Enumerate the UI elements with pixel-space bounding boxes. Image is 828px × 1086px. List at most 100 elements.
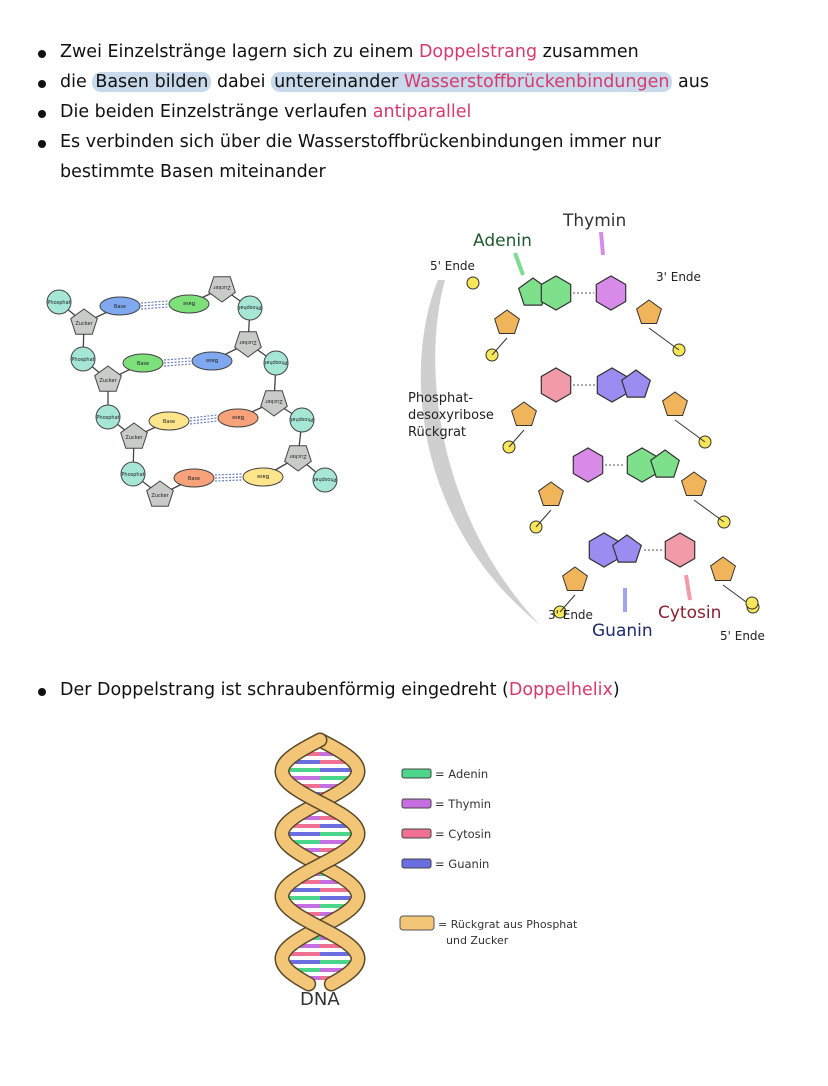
backbone-ribbon <box>275 734 365 990</box>
hydrogen-bond <box>163 360 192 364</box>
base-ring <box>572 447 604 483</box>
phosphate-label: Phosphat <box>96 415 119 421</box>
bullet-5: Der Doppelstrang ist schraubenförmig ein… <box>60 680 620 700</box>
phosphate-label: Phosphat <box>238 304 261 310</box>
sugar-pentagon <box>120 422 148 449</box>
base-label: Base <box>114 304 126 310</box>
phosphate-group <box>745 596 759 610</box>
deoxyribose-ring <box>662 391 688 416</box>
hydrogen-bond <box>189 420 218 425</box>
legend-label-3: = Guanin <box>435 857 489 871</box>
phosphate-circle <box>46 289 72 315</box>
dna-structure-diagram: Thymin Adenin 5' Ende 3' Ende Phosphat- … <box>408 211 765 643</box>
base-ellipse <box>148 411 190 431</box>
backbone-bond <box>508 419 706 448</box>
text: aus <box>672 72 709 92</box>
backbone-bond <box>535 499 725 528</box>
label-backbone: Rückgrat <box>408 425 466 440</box>
label-guanin: Guanin <box>592 621 653 641</box>
legend-swatch <box>401 828 432 839</box>
label-3-end-bottom: 3' Ende <box>548 608 593 622</box>
base-ellipse <box>168 294 210 314</box>
text: Die beiden Einzelstränge verlaufen <box>60 102 373 122</box>
phosphate-circle <box>263 350 289 376</box>
sugar-pentagon <box>146 480 174 507</box>
phosphate-circle <box>237 295 263 321</box>
bullet-1: Zwei Einzelstränge lagern sich zu einem … <box>60 42 639 62</box>
base-ellipse <box>217 408 259 428</box>
bullet-dot <box>38 140 46 148</box>
highlight-term: Wasserstoffbrückenbindungen <box>403 72 670 92</box>
base-label: Base <box>206 357 218 363</box>
base-label: Base <box>257 473 269 479</box>
label-adenin: Adenin <box>473 231 532 251</box>
hydrogen-bond <box>189 417 218 422</box>
phosphate-label: Phosphat <box>47 300 70 306</box>
base-ellipse <box>242 467 284 487</box>
phosphate-label: Phosphat <box>71 357 94 363</box>
deoxyribose-ring <box>494 309 520 334</box>
text: die <box>60 72 93 92</box>
sugar-pentagon <box>70 308 98 335</box>
arrow-adenin <box>513 252 525 276</box>
sugar-label: Zucker <box>99 378 117 384</box>
label-5-end-bottom: 5' Ende <box>720 629 765 643</box>
text: Zwei Einzelstränge lagern sich zu einem <box>60 42 419 62</box>
label-cytosin: Cytosin <box>658 603 721 623</box>
base-label: Base <box>163 419 175 425</box>
helix-legend: = Adenin= Thymin= Cytosin= Guanin <box>401 767 491 871</box>
base-ring <box>649 449 681 478</box>
bullet-2: die Basen bilden dabei untereinander Was… <box>60 72 709 92</box>
legend-label-0: = Adenin <box>435 767 488 781</box>
base-label: Base <box>183 300 195 306</box>
phosphate-label: Phosphat <box>313 476 336 482</box>
phosphate-label: Phosphat <box>264 359 287 365</box>
base-ring <box>596 367 628 403</box>
phosphate-group <box>466 276 480 290</box>
base-ring <box>540 275 572 311</box>
label-backbone: Phosphat- <box>408 391 473 406</box>
base-label: Base <box>188 476 200 482</box>
base-ring <box>540 367 572 403</box>
sugar-pentagon <box>260 390 288 417</box>
base-label: Base <box>232 414 244 420</box>
legend-label-1: = Thymin <box>435 797 491 811</box>
deoxyribose-ring <box>562 566 588 591</box>
text: Der Doppelstrang ist schraubenförmig ein… <box>60 680 509 700</box>
hydrogen-bond <box>189 414 218 419</box>
base-ellipse <box>191 351 233 371</box>
bullet-dot <box>38 50 46 58</box>
legend-swatch <box>401 858 432 869</box>
text: dabei <box>211 72 272 92</box>
bullet-dot <box>38 80 46 88</box>
deoxyribose-ring <box>636 299 662 324</box>
base-ring <box>664 532 696 568</box>
sugar-label: Zucker <box>75 321 93 327</box>
sugar-pentagon <box>208 276 236 303</box>
marked-text: Basen bilden <box>92 72 212 92</box>
marked-text: untereinander Wasserstoffbrückenbindunge… <box>271 72 673 92</box>
hydrogen-bond <box>214 476 243 479</box>
backbone-bond <box>491 327 680 356</box>
legend-swatch <box>401 798 432 809</box>
sugar-pentagon <box>234 331 262 358</box>
deoxyribose-ring <box>710 556 736 581</box>
bullet-dot <box>38 110 46 118</box>
phosphate-circle <box>95 404 121 430</box>
dna-helix-image <box>274 732 366 992</box>
phosphate-circle <box>289 407 315 433</box>
label-5-end-top: 5' Ende <box>430 259 475 273</box>
phosphate-label: Phosphat <box>121 472 144 478</box>
hydrogen-bond <box>140 300 169 304</box>
bullet-4: Es verbinden sich über die Wasserstoffbr… <box>60 132 661 152</box>
bullet-dot <box>38 688 46 696</box>
sugar-label: Zucker <box>151 493 169 499</box>
phosphate-circle <box>312 467 338 493</box>
sugar-label: Zucker <box>264 398 282 404</box>
hydrogen-bond <box>140 303 169 307</box>
phosphate-circle <box>70 346 96 372</box>
bullet-3: Die beiden Einzelstränge verlaufen antip… <box>60 102 471 122</box>
hydrogen-bond <box>163 363 192 367</box>
sugar-pentagon <box>94 365 122 392</box>
base-ring <box>595 275 627 311</box>
